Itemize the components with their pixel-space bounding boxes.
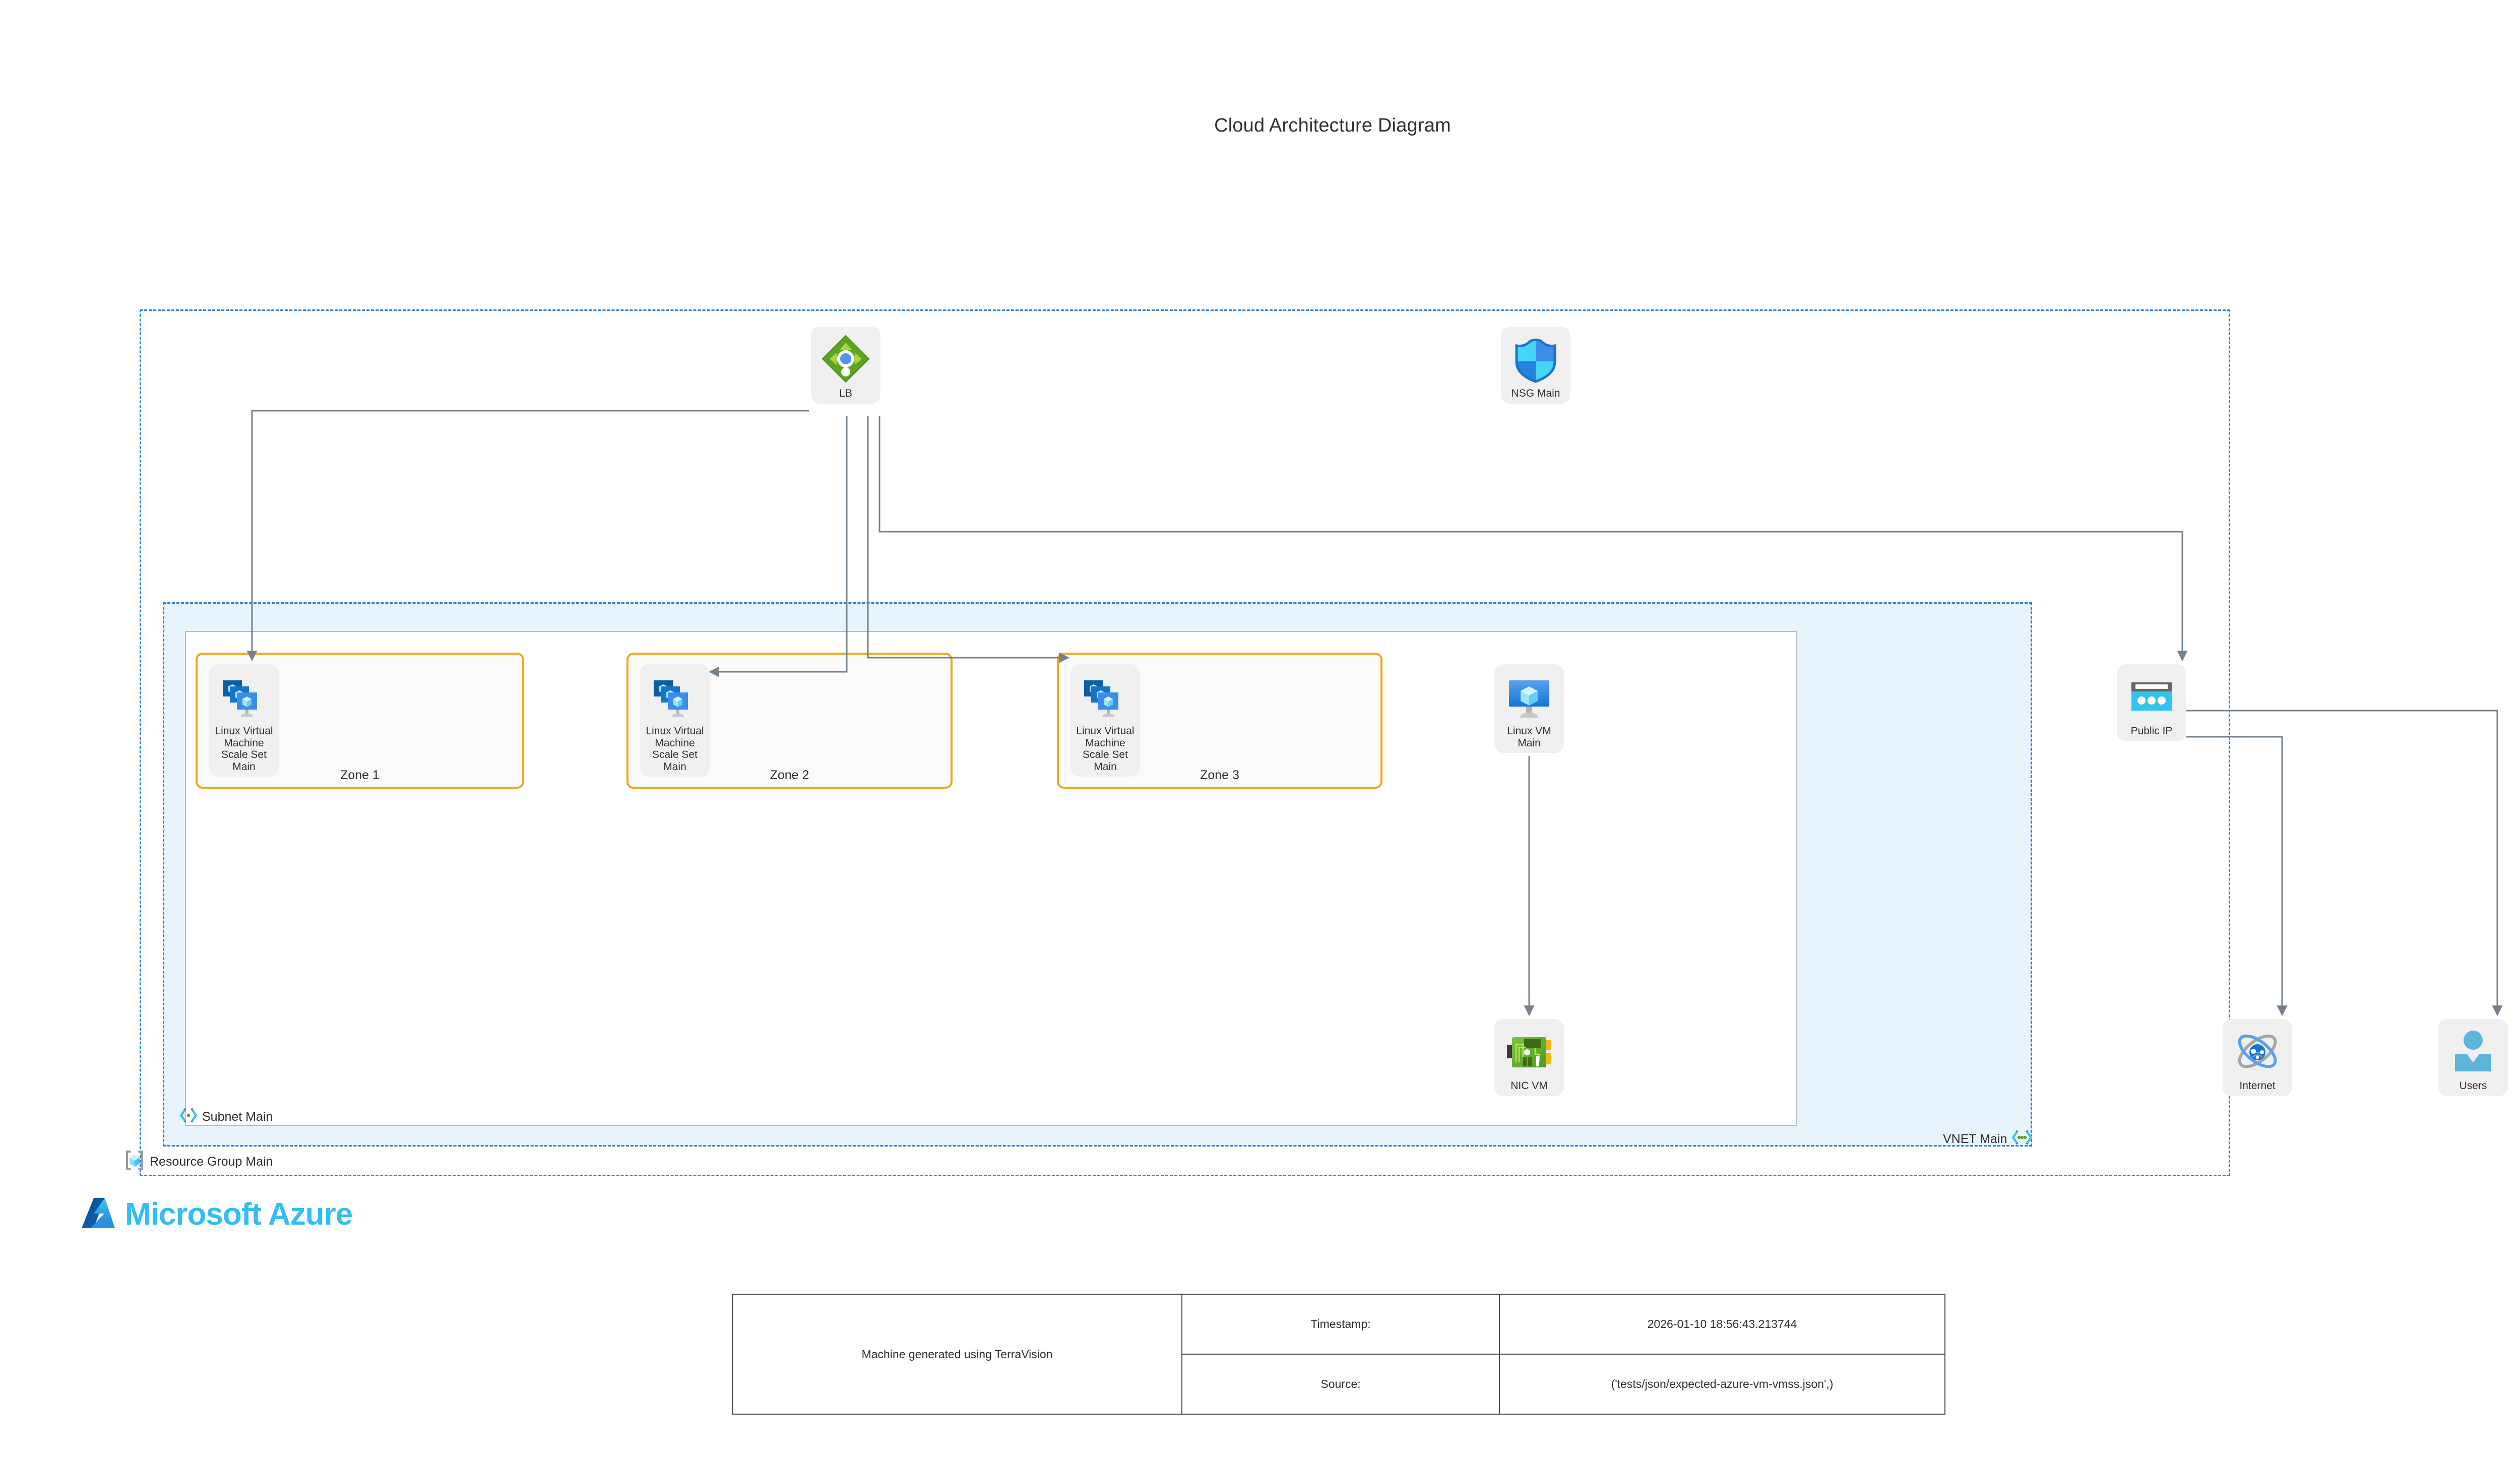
network-interface-card-icon (1502, 1024, 1556, 1078)
node-load-balancer[interactable]: LB (811, 327, 880, 404)
users-person-icon (2446, 1024, 2500, 1078)
azure-logo: Microsoft Azure (81, 1196, 353, 1232)
metadata-table: Machine generated using TerraVision Time… (732, 1294, 1945, 1415)
source-key-cell: Source: (1181, 1354, 1500, 1415)
node-users[interactable]: Users (2438, 1019, 2508, 1096)
node-vm-scale-set-zone-1[interactable]: Linux Virtual Machine Scale Set Main (209, 664, 279, 777)
timestamp-value-cell: 2026-01-10 18:56:43.213744 (1499, 1294, 1945, 1355)
azure-mark-icon (81, 1197, 118, 1232)
table-row: Source: ('tests/json/expected-azure-vm-v… (732, 1354, 1945, 1415)
internet-globe-icon (2230, 1024, 2285, 1078)
vnet-brackets-icon (2011, 1129, 2033, 1150)
node-label: Linux VM Main (1507, 725, 1551, 749)
vnet-label-text: VNET Main (1943, 1132, 2007, 1146)
load-balancer-icon (818, 332, 873, 386)
node-label: LB (839, 388, 852, 399)
node-internet[interactable]: Internet (2223, 1019, 2292, 1096)
page-title: Cloud Architecture Diagram (1214, 115, 1451, 136)
zone-2-label: Zone 2 (770, 768, 809, 782)
vm-scale-set-icon (1078, 669, 1132, 724)
zone-1-label: Zone 1 (340, 768, 380, 782)
timestamp-key-cell: Timestamp: (1181, 1294, 1500, 1355)
node-label: Users (2459, 1080, 2487, 1092)
subnet-label-text: Subnet Main (202, 1110, 273, 1124)
node-nic-vm[interactable]: NIC VM (1494, 1019, 1564, 1096)
subnet-brackets-icon (179, 1107, 198, 1127)
node-label: Linux Virtual Machine Scale Set Main (215, 725, 273, 773)
node-linux-vm[interactable]: Linux VM Main (1494, 664, 1564, 753)
edge-public-ip-to-users (2186, 710, 2503, 1017)
public-ip-address-icon (2124, 669, 2179, 724)
network-security-group-shield-icon (1508, 332, 1563, 386)
vnet-label-group: VNET Main (1943, 1129, 2033, 1150)
node-label: Internet (2239, 1080, 2276, 1092)
source-value-cell: ('tests/json/expected-azure-vm-vmss.json… (1499, 1354, 1945, 1415)
node-label: Linux Virtual Machine Scale Set Main (1076, 725, 1135, 773)
azure-logo-text: Microsoft Azure (125, 1196, 353, 1232)
table-row: Machine generated using TerraVision Time… (732, 1294, 1945, 1415)
node-vm-scale-set-zone-2[interactable]: Linux Virtual Machine Scale Set Main (640, 664, 710, 777)
node-label: NSG Main (1511, 388, 1560, 399)
resource-group-label-text: Resource Group Main (150, 1155, 273, 1169)
node-label: Linux Virtual Machine Scale Set Main (646, 725, 704, 773)
node-label: Public IP (2130, 725, 2173, 737)
node-network-security-group[interactable]: NSG Main (1501, 327, 1570, 404)
vm-scale-set-icon (217, 669, 271, 724)
subnet-label-group: Subnet Main (179, 1107, 273, 1127)
virtual-machine-icon (1502, 669, 1556, 724)
node-public-ip[interactable]: Public IP (2117, 664, 2186, 741)
vm-scale-set-icon (648, 669, 702, 724)
node-label: NIC VM (1510, 1080, 1548, 1092)
resource-group-cube-icon (123, 1149, 146, 1175)
node-vm-scale-set-zone-3[interactable]: Linux Virtual Machine Scale Set Main (1070, 664, 1140, 777)
generator-cell: Machine generated using TerraVision (732, 1294, 1182, 1415)
zone-3-label: Zone 3 (1200, 768, 1239, 782)
resource-group-label-group: Resource Group Main (123, 1149, 273, 1175)
